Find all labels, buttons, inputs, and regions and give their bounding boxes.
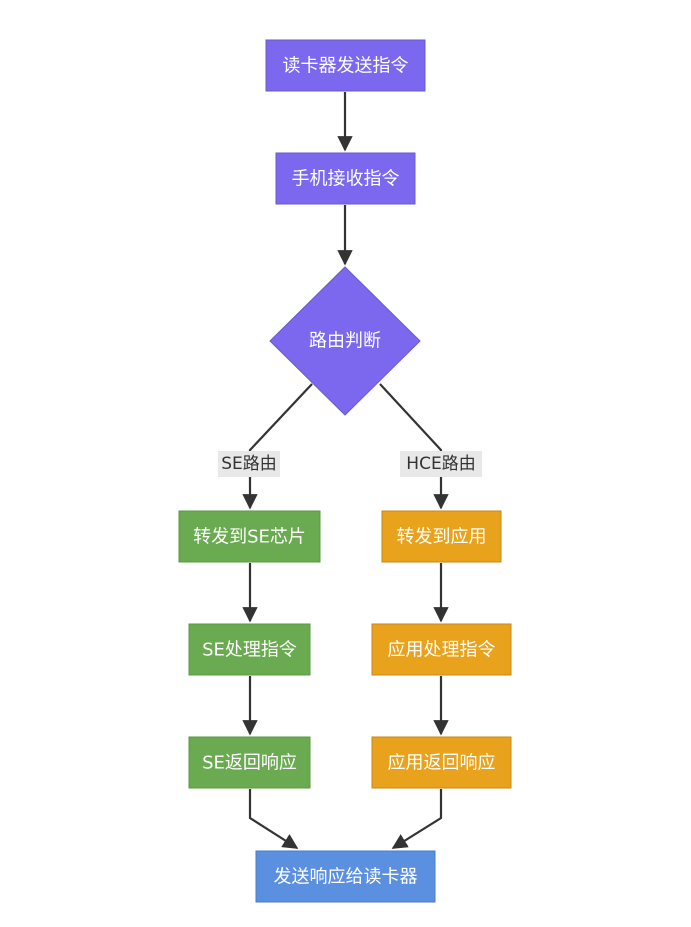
node-route-decision-label: 路由判断 — [309, 331, 381, 352]
node-reader-send-label: 读卡器发送指令 — [283, 56, 409, 77]
node-se-process-label: SE处理指令 — [202, 640, 297, 661]
node-phone-receive: 手机接收指令 — [275, 152, 416, 205]
edge-decision-to-hce — [379, 383, 449, 510]
node-forward-app-label: 转发到应用 — [397, 527, 487, 548]
node-se-return-label: SE返回响应 — [202, 753, 297, 774]
node-forward-app: 转发到应用 — [381, 510, 502, 563]
node-route-decision: 路由判断 — [269, 266, 421, 416]
edge-se-return-to-send — [248, 789, 299, 849]
edge-app-return-to-send — [391, 789, 443, 849]
edges — [242, 92, 449, 849]
node-app-return-label: 应用返回响应 — [388, 753, 496, 774]
node-phone-receive-label: 手机接收指令 — [292, 169, 400, 190]
node-se-return: SE返回响应 — [188, 736, 311, 789]
node-app-process: 应用处理指令 — [371, 623, 512, 676]
node-app-process-label: 应用处理指令 — [388, 640, 496, 661]
edge-label-hce-route: HCE路由 — [400, 451, 482, 477]
node-se-process: SE处理指令 — [188, 623, 311, 676]
node-send-to-reader-label: 发送响应给读卡器 — [274, 867, 418, 888]
edge-label-se-route: SE路由 — [218, 451, 280, 477]
node-send-to-reader: 发送响应给读卡器 — [255, 850, 436, 903]
node-forward-se-label: 转发到SE芯片 — [193, 527, 306, 548]
edge-decision-to-se — [242, 383, 313, 510]
node-forward-se: 转发到SE芯片 — [178, 510, 321, 563]
edge-label-se-route-text: SE路由 — [221, 454, 277, 474]
edge-label-hce-route-text: HCE路由 — [406, 454, 475, 474]
node-reader-send: 读卡器发送指令 — [265, 39, 426, 92]
node-app-return: 应用返回响应 — [371, 736, 512, 789]
